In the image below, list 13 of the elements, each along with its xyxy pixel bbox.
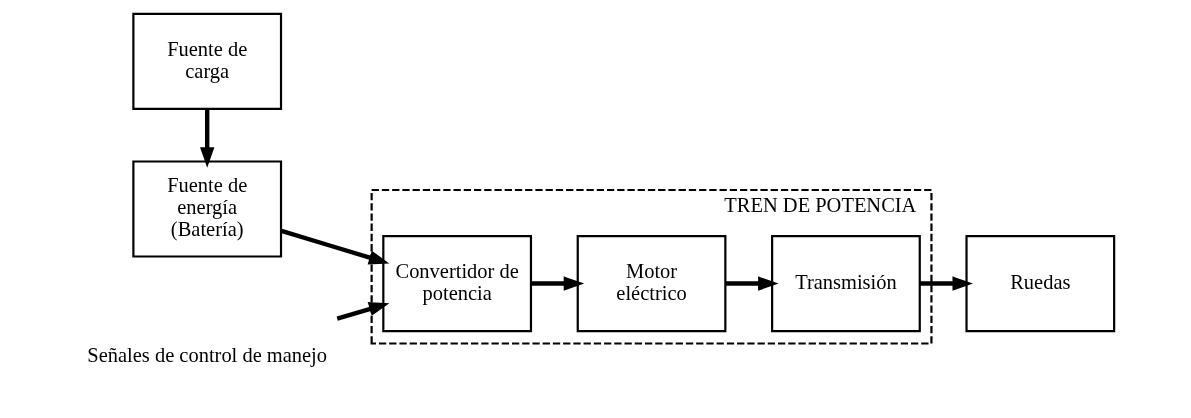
arrow [336, 302, 389, 321]
node-box: Ruedas [964, 234, 1115, 333]
node-box: Fuente de energía (Batería) [131, 160, 282, 258]
node-box: Transmisión [770, 234, 921, 333]
node-box: Motor eléctrico [576, 234, 726, 333]
node-box: Fuente de carga [131, 12, 282, 110]
node-box: Convertidor de potencia [381, 234, 532, 333]
arrow [919, 276, 973, 291]
node-text: Señales de control de manejo [86, 344, 327, 367]
arrow [280, 228, 389, 265]
arrow [724, 276, 779, 291]
arrow [530, 276, 584, 291]
arrow [199, 108, 214, 168]
